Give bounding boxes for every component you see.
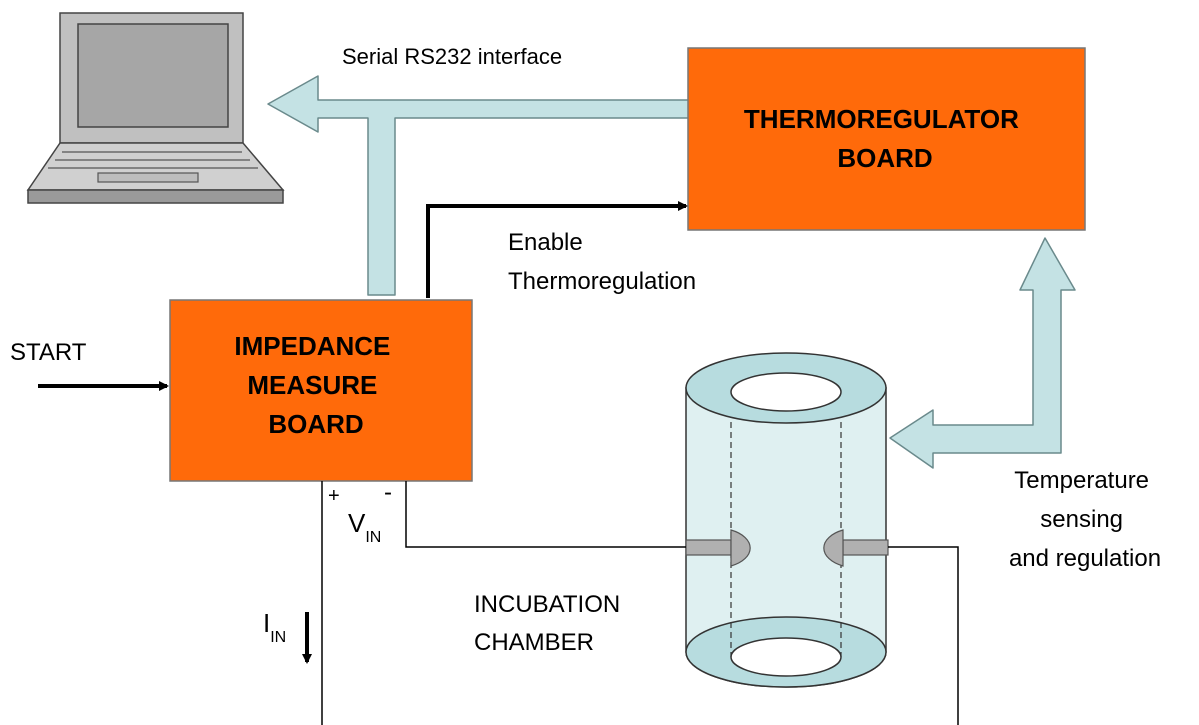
left-electrode-plate — [730, 529, 751, 567]
wire-vin-minus — [405, 481, 686, 548]
chamber-top-hole — [730, 372, 842, 412]
laptop-keyboard-deck — [26, 142, 285, 191]
enable-thermoregulation-label: Enable Thermoregulation — [508, 229, 696, 295]
thermo-label-line-2: BOARD — [837, 143, 932, 173]
circuit-wires — [321, 481, 959, 725]
thermo-label-line-1: THERMOREGULATOR — [744, 104, 1019, 134]
enable-arrow — [426, 201, 688, 298]
temperature-line-3: and regulation — [1009, 545, 1161, 572]
thermoregulator-board — [687, 47, 1086, 231]
serial-bus-arrow — [267, 75, 691, 296]
thermoregulator-board-label: THERMOREGULATOR BOARD — [744, 104, 1026, 173]
impedance-board-label: IMPEDANCE MEASURE BOARD — [234, 331, 397, 439]
chamber-line-1: INCUBATION — [474, 591, 620, 618]
iin-subscript: IN — [270, 629, 286, 646]
laptop-base — [27, 189, 284, 204]
temperature-line-2: sensing — [1040, 506, 1123, 533]
impedance-measure-board — [169, 299, 473, 482]
enable-line-2: Thermoregulation — [508, 268, 696, 295]
vin-plus-sign: + — [328, 485, 340, 507]
left-electrode-rod — [685, 539, 732, 556]
chamber-line-2: CHAMBER — [474, 629, 594, 656]
chamber-bottom-hole — [730, 637, 842, 677]
wire-right-electrode — [888, 546, 959, 725]
iin-main: I — [263, 608, 270, 638]
start-label: START — [10, 339, 87, 366]
incubation-chamber-label: INCUBATION CHAMBER — [474, 591, 627, 656]
laptop-keys — [48, 151, 258, 183]
serial-interface-label: Serial RS232 interface — [342, 44, 562, 69]
impedance-label-line-2: MEASURE — [247, 370, 377, 400]
vin-minus-sign: - — [384, 479, 392, 506]
temperature-bus-arrow — [889, 237, 1076, 469]
temperature-label: Temperature sensing and regulation — [1009, 467, 1161, 572]
enable-line-1: Enable — [508, 229, 583, 256]
laptop-screen — [77, 23, 229, 128]
incubation-chamber — [685, 352, 889, 688]
vin-subscript: IN — [365, 529, 381, 546]
vin-label: VIN — [348, 508, 381, 546]
impedance-label-line-1: IMPEDANCE — [234, 331, 390, 361]
right-electrode-plate — [823, 529, 844, 567]
iin-label: IIN — [263, 608, 286, 646]
impedance-label-line-3: BOARD — [268, 409, 363, 439]
right-electrode-rod — [842, 539, 889, 556]
temperature-line-1: Temperature — [1014, 467, 1149, 494]
laptop-icon — [26, 12, 285, 204]
vin-main: V — [348, 508, 366, 538]
